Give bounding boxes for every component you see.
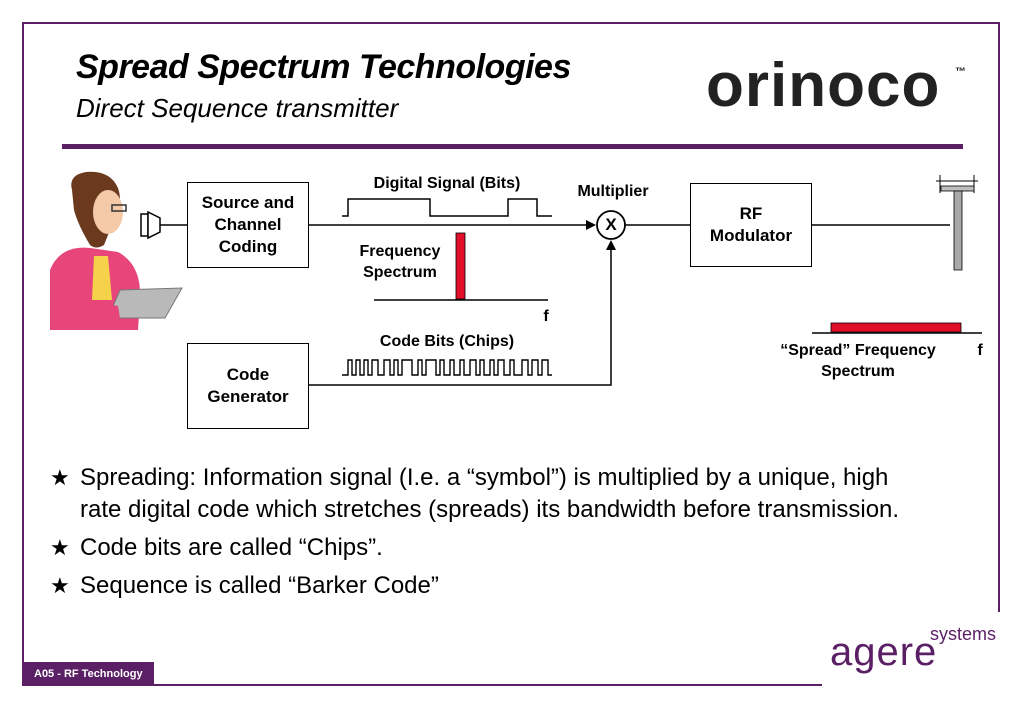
footer-section-tab: A05 - RF Technology — [22, 662, 154, 686]
bullet-item: ★Code bits are called “Chips”. — [50, 532, 930, 564]
antenna-icon — [936, 175, 978, 271]
code-bits-label: Code Bits (Chips) — [379, 333, 515, 350]
star-icon: ★ — [50, 573, 70, 598]
spread-spectrum-label: “Spread” Frequency Spectrum — [780, 342, 936, 380]
title-divider — [62, 144, 963, 149]
digital-signal-wave — [342, 198, 552, 217]
freq-axis-f-label: f — [543, 308, 549, 325]
slide-subtitle: Direct Sequence transmitter — [76, 93, 399, 123]
arrow-head-up — [606, 240, 616, 250]
agere-systems-logo-text: systems — [930, 624, 997, 644]
orinoco-trademark: ™ — [955, 66, 966, 78]
code-generator-box: Code Generator — [187, 343, 309, 429]
frame-top-border — [22, 22, 1000, 24]
speaking-person-icon — [50, 171, 183, 330]
agere-logo: agere — [830, 630, 938, 674]
multiplier-symbol: X — [605, 215, 617, 234]
source-channel-coding-box: Source and Channel Coding — [187, 182, 309, 268]
frame-left-border — [22, 22, 24, 686]
microphone-icon — [140, 210, 161, 240]
star-icon: ★ — [50, 465, 70, 490]
arrow-head-right — [586, 220, 596, 230]
code-chips-wave — [342, 359, 552, 376]
slide-title: Spread Spectrum Technologies — [76, 48, 571, 86]
bullet-list: ★Spreading: Information signal (I.e. a “… — [50, 462, 930, 608]
rf-modulator-box: RF Modulator — [690, 183, 812, 267]
digital-signal-label: Digital Signal (Bits) — [373, 175, 521, 192]
multiplier-label: Multiplier — [577, 183, 649, 200]
bullet-item: ★Spreading: Information signal (I.e. a “… — [50, 464, 900, 523]
bullet-item: ★Sequence is called “Barker Code” — [50, 570, 930, 602]
spread-spectrum-bar — [830, 322, 962, 333]
orinoco-logo: orinoco — [706, 51, 941, 120]
star-icon: ★ — [50, 535, 70, 560]
spread-axis-f-label: f — [977, 342, 983, 359]
frame-right-border — [998, 22, 1000, 612]
narrow-spectrum-bar — [455, 232, 466, 300]
frequency-spectrum-label: Frequency Spectrum — [359, 243, 441, 281]
frame-bottom-border — [22, 684, 822, 686]
